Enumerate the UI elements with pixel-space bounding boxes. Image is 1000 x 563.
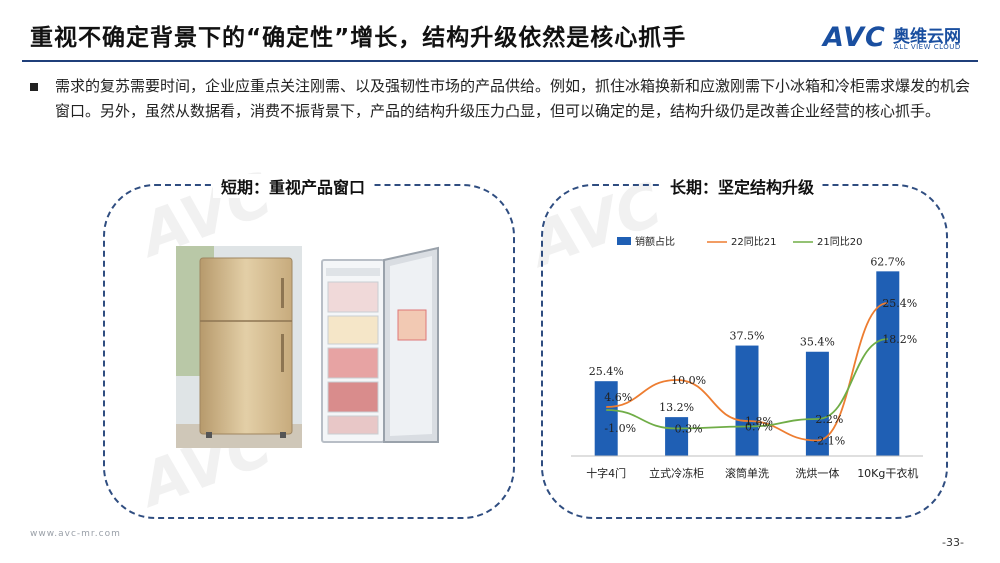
chart-bar xyxy=(735,345,759,456)
chart-bar xyxy=(665,417,689,456)
line-value-label: 25.4% xyxy=(882,297,917,310)
series-line xyxy=(606,338,888,430)
line-value-label: 18.2% xyxy=(882,333,917,346)
line-value-label: 0.7% xyxy=(745,421,773,434)
short-term-label: 短期：重视产品窗口 xyxy=(213,174,374,198)
logo-mark: AVC xyxy=(823,22,886,53)
legend-label: 销额占比 xyxy=(635,235,675,248)
bar-value-label: 25.4% xyxy=(589,365,624,378)
title-divider xyxy=(22,60,978,62)
chart-bar xyxy=(876,271,900,456)
upright-freezer-icon xyxy=(321,246,439,443)
appliance-photo xyxy=(176,246,439,448)
double-door-fridge-icon xyxy=(199,257,293,438)
line-value-label: 0.3% xyxy=(675,423,703,436)
line-value-label: 10.0% xyxy=(671,374,706,387)
bar-value-label: 35.4% xyxy=(800,336,835,349)
line-value-label: -1.0% xyxy=(604,422,636,435)
x-tick-label: 十字4门 xyxy=(586,466,626,480)
chart-bar xyxy=(805,351,829,456)
bar-value-label: 62.7% xyxy=(870,255,905,268)
brand-logo: AVC 奥维云网 ALL VIEW CLOUD xyxy=(823,22,983,56)
page-number: -33- xyxy=(942,536,964,549)
footer-url: www.avc-mr.com xyxy=(30,529,121,539)
chart-bar xyxy=(594,381,618,456)
bar-value-label: 13.2% xyxy=(659,401,694,414)
legend-label: 21同比20 xyxy=(817,236,862,248)
x-tick-label: 10Kg干衣机 xyxy=(857,466,918,480)
x-tick-label: 立式冷冻柜 xyxy=(649,466,704,480)
x-tick-label: 滚筒单洗 xyxy=(725,466,769,480)
legend-label: 22同比21 xyxy=(731,236,776,248)
body-paragraph: 需求的复苏需要时间，企业应重点关注刚需、以及强韧性市场的产品供给。例如，抓住冰箱… xyxy=(55,77,971,120)
structure-upgrade-chart: 销额占比 22同比21 21同比20 25.4% 13.2% 37.5% 35.4% 62.7… xyxy=(571,235,923,480)
long-term-label: 长期：坚定结构升级 xyxy=(662,174,823,198)
logo-english-name: ALL VIEW CLOUD xyxy=(894,43,961,51)
legend-bar-swatch xyxy=(617,237,631,245)
page-title: 重视不确定背景下的“确定性”增长，结构升级依然是核心抓手 xyxy=(30,25,687,51)
line-value-label: -2.1% xyxy=(814,435,846,448)
series-line xyxy=(606,302,888,442)
bar-value-label: 37.5% xyxy=(730,330,765,343)
line-value-label: 2.2% xyxy=(815,413,843,426)
bullet-square-icon xyxy=(30,83,38,91)
x-tick-label: 洗烘一体 xyxy=(795,466,839,480)
line-value-label: 4.6% xyxy=(604,391,632,404)
logo-chinese-name: 奥维云网 xyxy=(893,27,961,47)
